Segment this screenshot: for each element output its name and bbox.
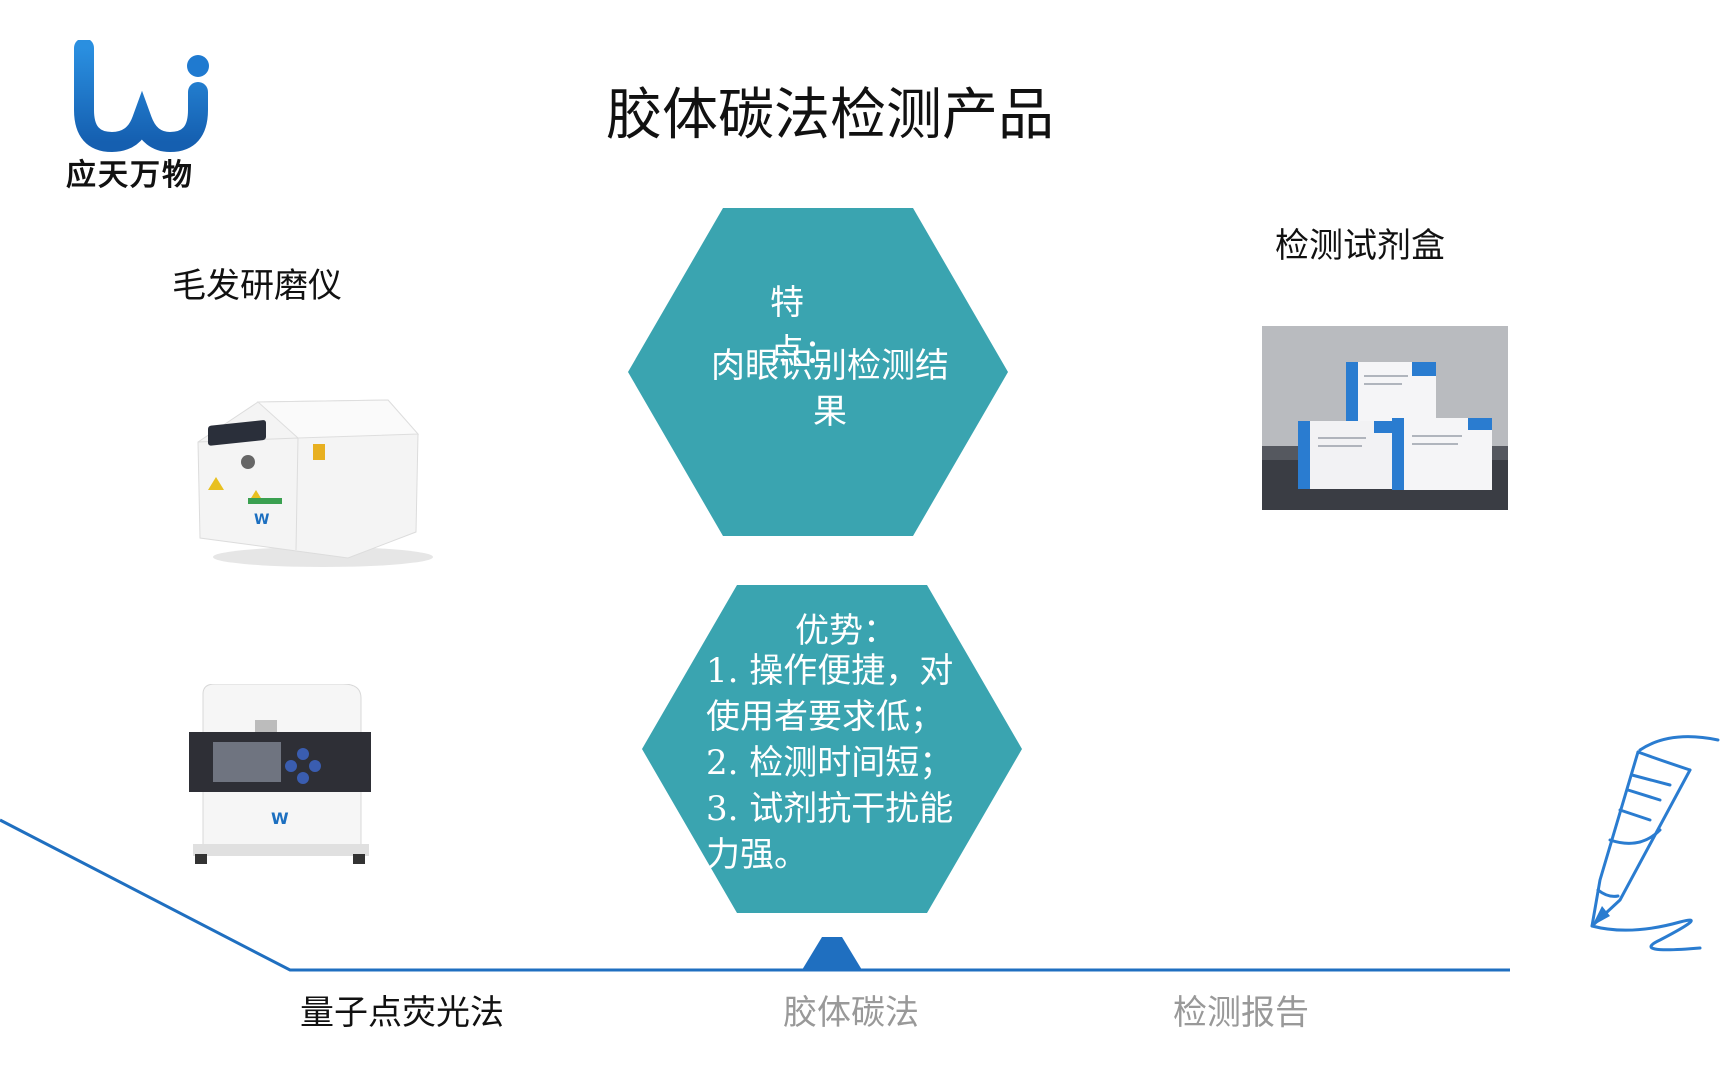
timeline-active-marker (802, 937, 862, 970)
brand-name: 应天万物 (66, 158, 194, 193)
advantage-line: 3. 试剂抗干扰能 (706, 789, 954, 829)
test-kit-photo (1262, 326, 1508, 510)
test-kit-label: 检测试剂盒 (1275, 226, 1445, 266)
features-title: 特点： (770, 283, 838, 372)
hair-grinder-image: W (197, 399, 433, 567)
tab-test-report[interactable]: 检测报告 (1173, 993, 1309, 1033)
advantages-list: 1. 操作便捷，对 使用者要求低； 2. 检测时间短； 3. 试剂抗干扰能 力强… (706, 648, 976, 878)
brand-logo-icon (74, 40, 209, 153)
features-text: 肉眼识别检测结果 (711, 346, 949, 432)
advantages-title: 优势： (795, 611, 897, 651)
tab-quantum-dot[interactable]: 量子点荧光法 (300, 993, 504, 1033)
page-title: 胶体碳法检测产品 (606, 83, 1054, 148)
tab-colloidal-carbon[interactable]: 胶体碳法 (783, 993, 919, 1033)
advantage-line: 力强。 (706, 835, 808, 875)
advantage-line: 使用者要求低； (706, 697, 944, 737)
advantage-line: 1. 操作便捷，对 (706, 651, 954, 691)
timeline-track (0, 818, 1510, 972)
advantage-line: 2. 检测时间短； (706, 743, 954, 783)
hair-grinder-large-image: W (189, 684, 371, 864)
pencil-sketch-icon (1590, 735, 1720, 952)
svg-text:W: W (254, 512, 269, 528)
svg-text:W: W (271, 809, 289, 828)
hair-grinder-label: 毛发研磨仪 (172, 266, 342, 306)
